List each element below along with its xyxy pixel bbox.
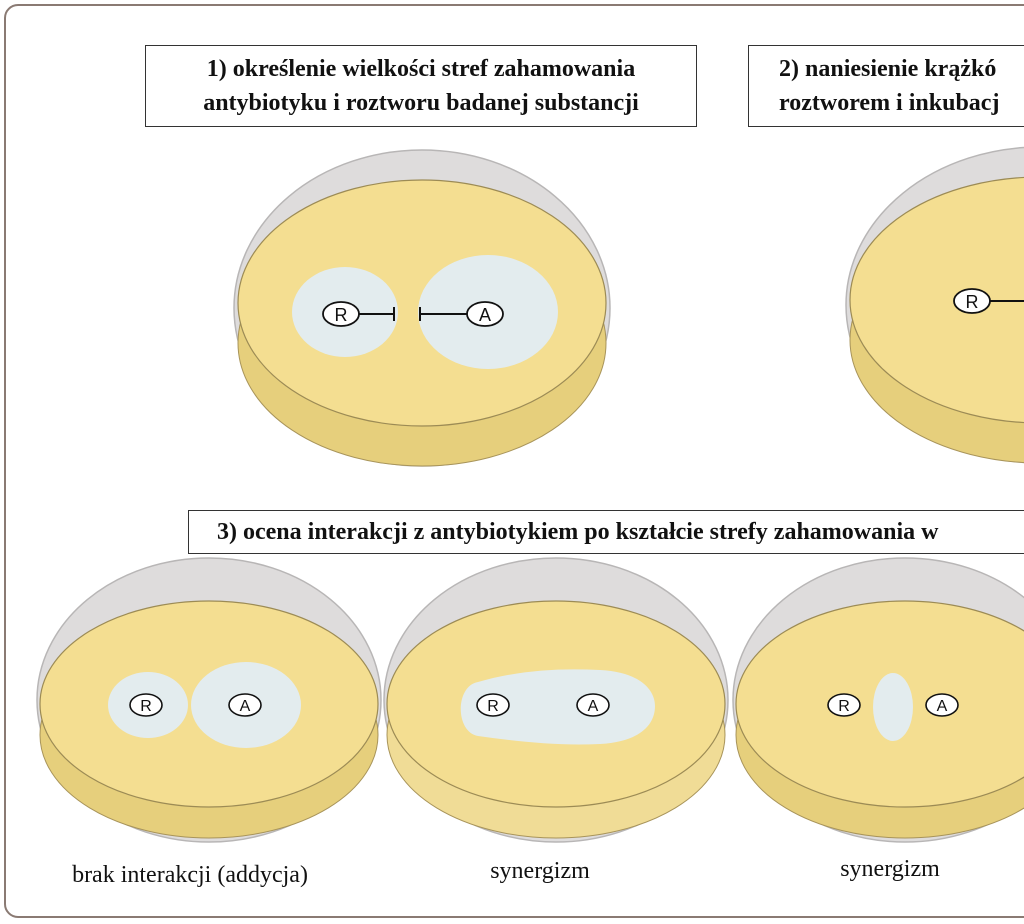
petri-dish-step2: R bbox=[845, 146, 1024, 464]
caption-synergy-merged: synergizm bbox=[490, 858, 590, 884]
svg-text:R: R bbox=[335, 305, 348, 325]
disk-r: R bbox=[476, 693, 510, 717]
figure-frame bbox=[4, 4, 1024, 918]
step1-title-box: 1) określenie wielkości stref zahamowani… bbox=[145, 45, 697, 127]
petri-dish-step1: R A bbox=[233, 149, 611, 467]
svg-text:R: R bbox=[966, 292, 979, 312]
petri-dish-synergy-merged: R A bbox=[383, 557, 729, 843]
inhibition-zone-between bbox=[873, 673, 913, 741]
petri-dish-no-interaction: R A bbox=[36, 557, 382, 843]
step2-title-line2: roztworem i inkubacj bbox=[779, 90, 1000, 116]
disk-r: R bbox=[129, 693, 163, 717]
disk-r: R bbox=[953, 288, 991, 314]
svg-text:A: A bbox=[479, 305, 491, 325]
inhibition-zone-merged bbox=[460, 669, 655, 745]
zone-radius-marker-antibiotic bbox=[419, 307, 472, 321]
disk-a: A bbox=[925, 693, 959, 717]
caption-synergy-between: synergizm bbox=[840, 856, 940, 882]
zone-radius-marker-substance bbox=[356, 307, 395, 321]
disk-a: A bbox=[576, 693, 610, 717]
svg-text:R: R bbox=[487, 698, 499, 715]
disk-r: R bbox=[322, 301, 360, 327]
step2-title-box: 2) naniesienie krążkó roztworem i inkuba… bbox=[748, 45, 1024, 127]
step1-title-line1: 1) określenie wielkości stref zahamowani… bbox=[206, 56, 636, 82]
svg-text:R: R bbox=[140, 698, 152, 715]
svg-text:A: A bbox=[240, 698, 251, 715]
svg-text:A: A bbox=[937, 698, 948, 715]
step3-title-box: 3) ocena interakcji z antybiotykiem po k… bbox=[188, 510, 1024, 554]
disk-a: A bbox=[466, 301, 504, 327]
petri-dish-synergy-between: R A bbox=[732, 557, 1024, 843]
caption-no-interaction: brak interakcji (addycja) bbox=[72, 862, 308, 888]
svg-text:R: R bbox=[838, 698, 850, 715]
svg-text:A: A bbox=[588, 698, 599, 715]
disk-a: A bbox=[228, 693, 262, 717]
step1-title-line2: antybiotyku i roztworu badanej substancj… bbox=[203, 90, 639, 116]
step3-title: 3) ocena interakcji z antybiotykiem po k… bbox=[217, 519, 939, 545]
disk-r: R bbox=[827, 693, 861, 717]
step2-title-line1: 2) naniesienie krążkó bbox=[779, 56, 997, 82]
